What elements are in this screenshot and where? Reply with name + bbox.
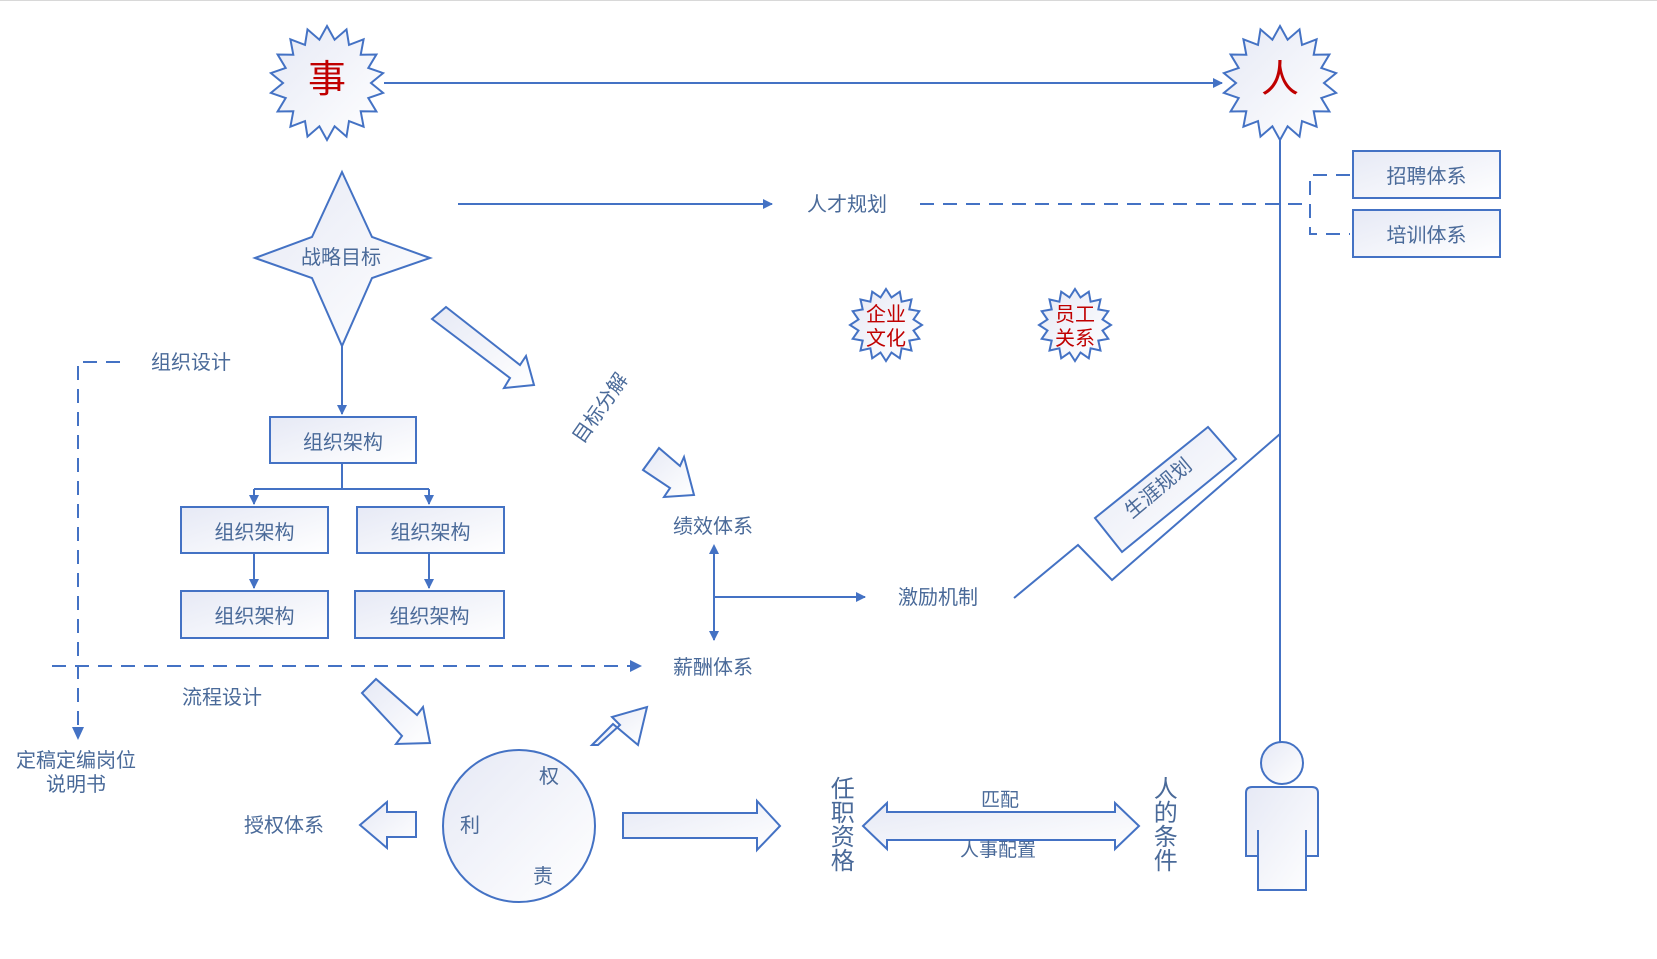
org-root-label: 组织架构	[303, 429, 383, 454]
staffing-line-2: 说明书	[46, 772, 106, 796]
org-left-child-box[interactable]	[180, 590, 329, 639]
qualification-label: 任职资格	[826, 776, 855, 872]
top-border	[0, 0, 1657, 1]
person-body	[1245, 786, 1319, 891]
recruitment-label: 招聘体系	[1386, 164, 1467, 188]
career-planning-box[interactable]	[1093, 425, 1238, 554]
ren-label: 人	[1261, 57, 1300, 101]
training-label: 培训体系	[1386, 223, 1467, 247]
block-arrow-to-circle	[360, 677, 432, 746]
authorization-label: 授权体系	[244, 813, 324, 837]
staffing-docs-label: 定稿定编岗位 说明书	[16, 748, 136, 796]
block-arrow-circle-to-compensation	[589, 705, 649, 747]
talent-planning-label: 人才规划	[807, 192, 887, 216]
training-box[interactable]	[1352, 209, 1501, 258]
block-arrow-to-qualification	[622, 798, 782, 853]
org-left-box[interactable]	[180, 506, 329, 554]
circle-ze-label: 责	[533, 864, 553, 888]
circle-quan-label: 权	[539, 764, 559, 788]
incentive-label: 激励机制	[898, 585, 978, 609]
culture-line-2: 文化	[866, 326, 906, 350]
performance-label: 绩效体系	[673, 514, 753, 538]
block-arrow-to-performance	[641, 446, 696, 499]
org-left-child-label: 组织架构	[214, 604, 295, 628]
dashed-org-design	[77, 361, 120, 735]
dashed-bracket-hr	[1309, 174, 1350, 235]
rights-responsibility-circle	[442, 749, 596, 903]
culture-starburst	[848, 287, 924, 363]
org-right-child-box[interactable]	[354, 590, 505, 639]
culture-line-1: 企业	[866, 302, 906, 326]
org-right-child-label: 组织架构	[389, 604, 470, 628]
relations-line-1: 员工	[1055, 302, 1095, 326]
employee-relations-label: 员工 关系	[1055, 302, 1095, 350]
org-left-label: 组织架构	[214, 519, 295, 544]
process-design-label: 流程设计	[182, 685, 262, 709]
dashed-org-arrowhead	[72, 727, 84, 740]
block-arrow-to-authorization	[358, 799, 417, 851]
shi-label: 事	[308, 57, 347, 101]
relations-line-2: 关系	[1055, 326, 1095, 350]
staffing-line-1: 定稿定编岗位	[16, 748, 136, 772]
recruitment-box[interactable]	[1352, 150, 1501, 199]
shi-starburst	[268, 23, 386, 143]
career-path-line	[1013, 433, 1281, 599]
circle-li-label: 利	[460, 813, 480, 837]
org-right-label: 组织架构	[390, 519, 471, 544]
compensation-label: 薪酬体系	[673, 655, 753, 679]
hr-allocation-label: 人事配置	[960, 839, 1037, 861]
org-right-box[interactable]	[356, 506, 505, 554]
strategy-label: 战略目标	[301, 245, 381, 269]
double-arrow-match	[861, 800, 1141, 852]
org-design-label: 组织设计	[151, 350, 231, 374]
dashed-process-arrowhead	[630, 660, 642, 672]
person-head	[1260, 741, 1304, 785]
match-label: 匹配	[981, 789, 1020, 811]
connector-org-split	[254, 463, 343, 490]
relations-starburst	[1037, 287, 1113, 363]
block-arrow-strategy-to-goal	[430, 305, 536, 390]
corporate-culture-label: 企业 文化	[866, 302, 906, 350]
person-conditions-label: 人的条件	[1149, 776, 1178, 872]
